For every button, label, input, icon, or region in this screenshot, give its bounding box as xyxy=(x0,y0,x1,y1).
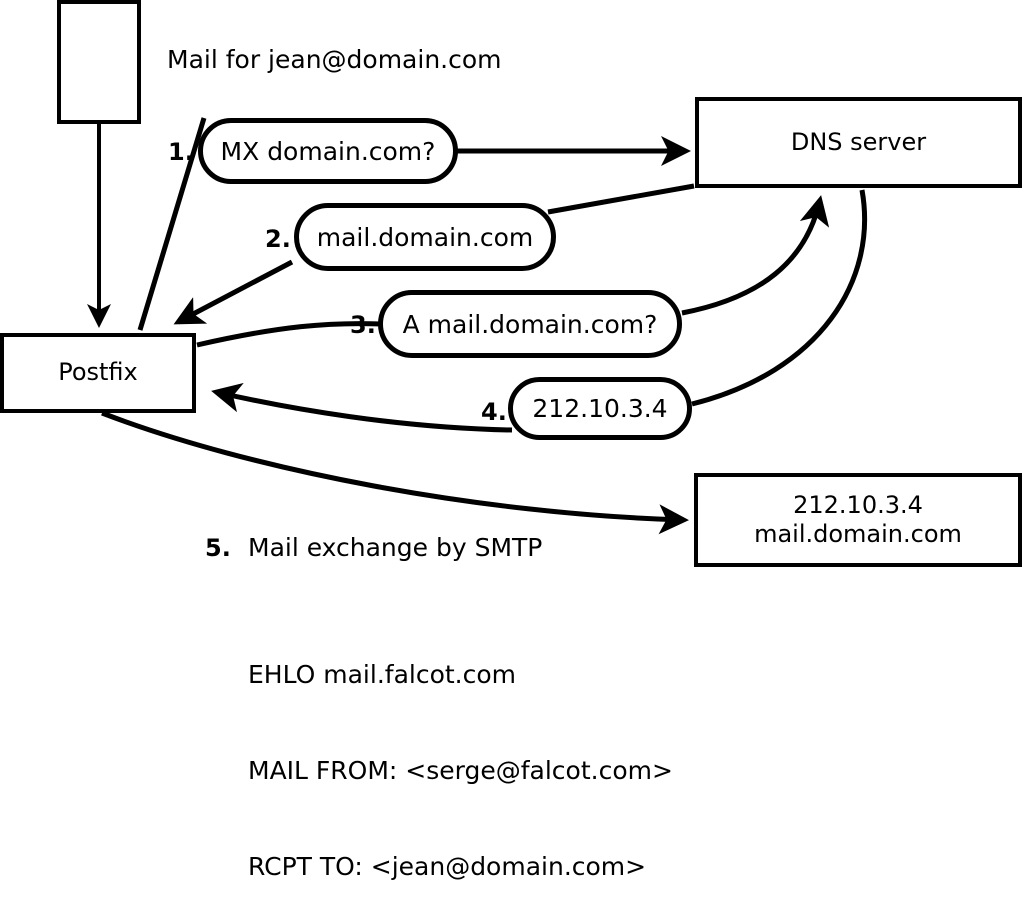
mail-for-label: Mail for jean@domain.com xyxy=(167,45,502,74)
step-2-number: 2. xyxy=(265,225,291,253)
sender-box xyxy=(57,0,141,124)
dns-server-node: DNS server xyxy=(695,97,1022,188)
transcript-line: EHLO mail.falcot.com xyxy=(248,660,517,689)
step-3-bubble: A mail.domain.com? xyxy=(378,290,682,358)
edge-dns-to-bubble2 xyxy=(547,183,695,215)
step-4-label: 212.10.3.4 xyxy=(532,394,668,423)
step-5-number: 5. xyxy=(205,534,231,562)
edge-bubble3-to-dns xyxy=(681,195,830,316)
postfix-node: Postfix xyxy=(0,333,196,413)
step-5-label: Mail exchange by SMTP xyxy=(248,533,543,562)
dns-server-label: DNS server xyxy=(790,127,927,156)
step-1-label: MX domain.com? xyxy=(220,136,436,166)
edge-bubble4-to-postfix xyxy=(211,382,513,433)
edge-postfix-to-bubble3 xyxy=(196,321,383,348)
edge-bubble2-to-postfix xyxy=(173,259,294,325)
step-3-number: 3. xyxy=(350,311,376,339)
step-3-label: A mail.domain.com? xyxy=(402,309,658,339)
step-2-label: mail.domain.com xyxy=(316,222,534,252)
edge-postfix-to-bubble1 xyxy=(137,117,207,331)
step-1-bubble: MX domain.com? xyxy=(198,118,458,184)
edge-dns-to-bubble4 xyxy=(691,189,868,407)
mail-server-ip: 212.10.3.4 xyxy=(793,490,923,519)
transcript-line: RCPT TO: <jean@domain.com> xyxy=(248,852,647,881)
postfix-label: Postfix xyxy=(58,358,138,387)
mail-server-node: 212.10.3.4 mail.domain.com xyxy=(694,473,1022,567)
step-2-bubble: mail.domain.com xyxy=(294,203,556,271)
transcript-line: MAIL FROM: <serge@falcot.com> xyxy=(248,756,673,785)
step-4-bubble: 212.10.3.4 xyxy=(508,377,692,440)
smtp-transcript: EHLO mail.falcot.com MAIL FROM: <serge@f… xyxy=(248,595,673,919)
edge-postfix-to-mailserver xyxy=(101,410,689,535)
step-4-number: 4. xyxy=(481,398,507,426)
mail-server-hostname: mail.domain.com xyxy=(754,520,962,548)
step-1-number: 1. xyxy=(168,138,194,166)
